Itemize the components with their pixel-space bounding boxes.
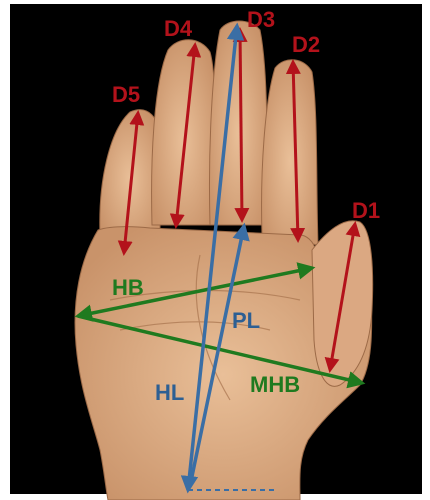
label-hb: HB bbox=[112, 275, 144, 300]
label-d4: D4 bbox=[164, 16, 193, 41]
label-d1: D1 bbox=[352, 198, 380, 223]
d3-arrow bbox=[240, 30, 242, 220]
label-d5: D5 bbox=[112, 82, 140, 107]
label-pl: PL bbox=[232, 308, 260, 333]
label-d3: D3 bbox=[247, 7, 275, 32]
label-d2: D2 bbox=[292, 32, 320, 57]
label-hl: HL bbox=[155, 380, 184, 405]
label-mhb: MHB bbox=[250, 372, 300, 397]
